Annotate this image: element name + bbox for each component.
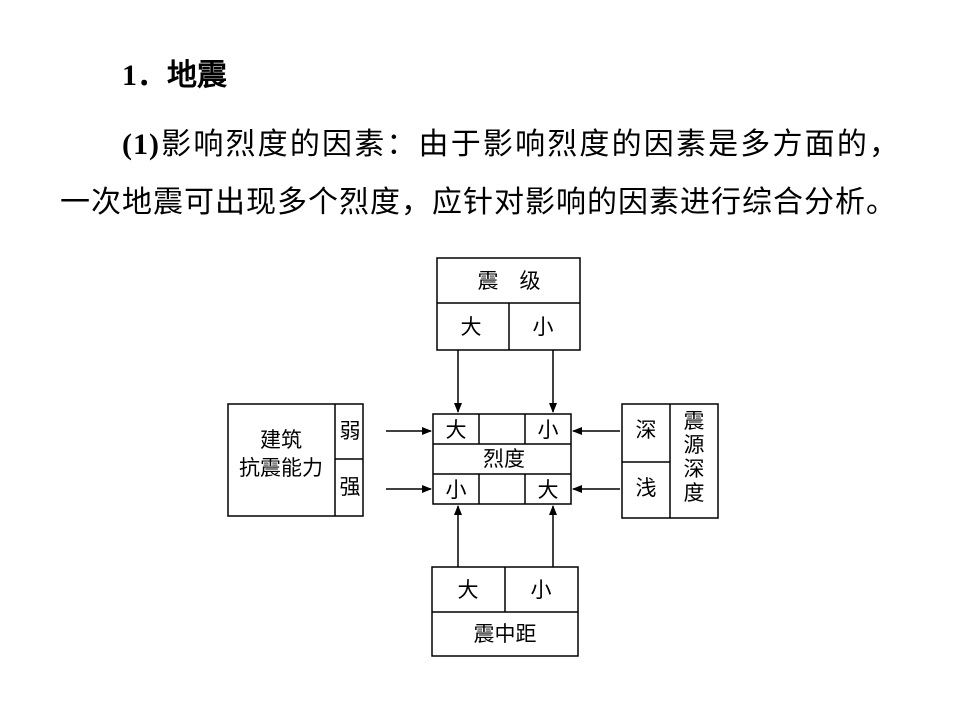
depth-deep: 深: [636, 418, 657, 442]
depth-title-char-1: 震: [684, 409, 705, 433]
building-weak: 弱: [340, 419, 361, 443]
building-resistance-box: 建筑 抗震能力 弱 强: [227, 403, 364, 517]
focal-depth-box: 深 浅 震 源 深 度: [621, 403, 719, 519]
distance-title: 震中距: [474, 622, 537, 646]
building-title-line1: 建筑: [260, 428, 302, 452]
intensity-grid: 大 小 烈度 小 大: [432, 413, 572, 505]
distance-large: 大: [458, 578, 479, 602]
intensity-bottom-right: 大: [538, 478, 559, 502]
depth-title-char-3: 深: [684, 457, 705, 481]
magnitude-large: 大: [461, 315, 482, 339]
magnitude-box: 震 级 大 小: [436, 257, 581, 351]
building-title-line2: 抗震能力: [239, 456, 323, 480]
section-title: 地震: [167, 58, 227, 93]
magnitude-title: 震 级: [478, 269, 541, 293]
depth-title-char-4: 度: [684, 481, 705, 505]
section-number: 1．: [122, 59, 167, 92]
depth-title-char-2: 源: [684, 433, 705, 457]
intensity-top-left: 大: [446, 418, 467, 442]
arrows: [386, 350, 620, 567]
paragraph-text: 影响烈度的因素：由于影响烈度的因素是多方面的，一次地震可出现多个烈度，应针对影响…: [60, 127, 900, 220]
section-heading: 1．地震: [122, 52, 227, 100]
intro-paragraph: (1)影响烈度的因素：由于影响烈度的因素是多方面的，一次地震可出现多个烈度，应针…: [60, 116, 900, 232]
epicentral-distance-box: 大 小 震中距: [431, 566, 579, 657]
intensity-top-right: 小: [538, 418, 559, 442]
intensity-center-label: 烈度: [483, 447, 525, 471]
magnitude-small: 小: [533, 315, 554, 339]
building-strong: 强: [340, 475, 361, 499]
intensity-bottom-left: 小: [446, 478, 467, 502]
paragraph-label: (1): [122, 128, 160, 161]
distance-small: 小: [531, 578, 552, 602]
depth-shallow: 浅: [636, 476, 657, 500]
